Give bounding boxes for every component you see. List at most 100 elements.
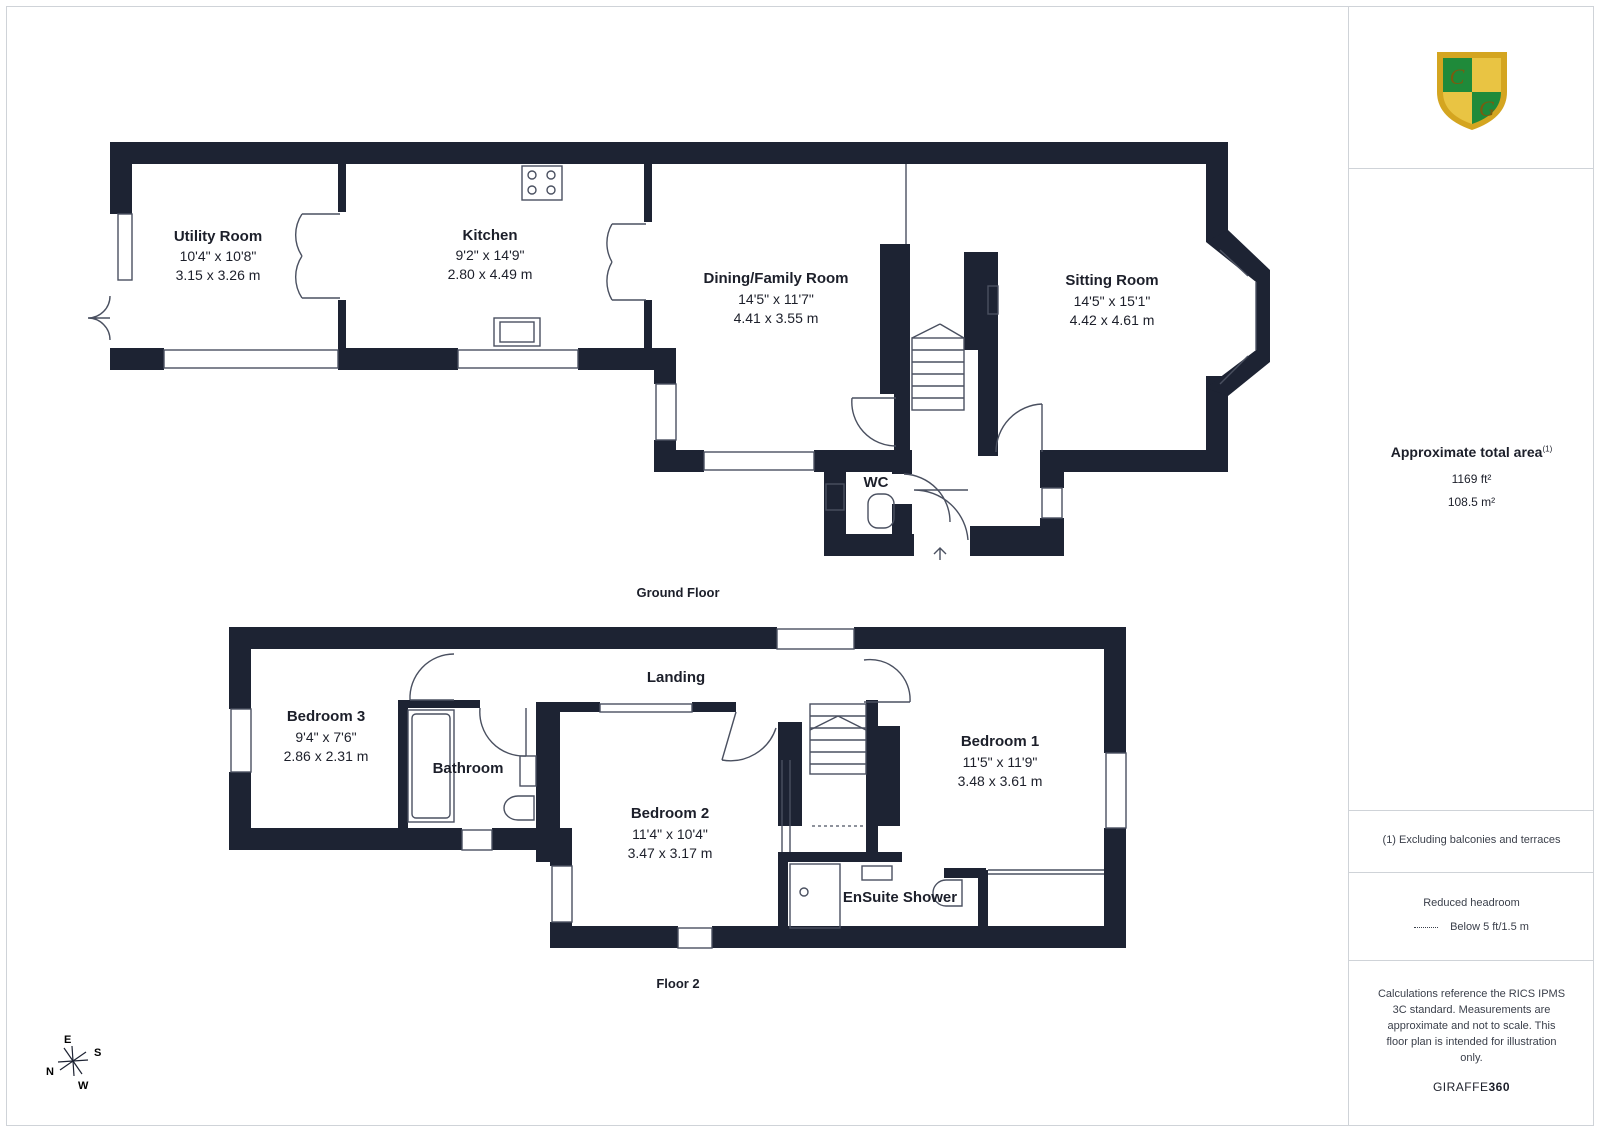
- kitchen-sink: [493, 317, 541, 347]
- kitchen-south-wall-mid: [338, 348, 458, 370]
- compass-e: E: [64, 1034, 71, 1046]
- bed3-west-wall-upper: [229, 627, 251, 709]
- bed2-top-window: [599, 703, 693, 713]
- disclaimer-line: 3C standard. Measurements are: [1392, 1004, 1551, 1016]
- fireplace: [987, 285, 999, 315]
- bath-top-wall: [398, 700, 480, 708]
- stair-top-ledge: [896, 246, 904, 250]
- bedroom3-door: [409, 653, 455, 701]
- hob-ring: [546, 185, 556, 195]
- room-dim-imperial: 14'5" x 11'7": [738, 291, 814, 307]
- bed2-south-window: [677, 927, 713, 949]
- dining-west-wall-upper: [654, 348, 676, 384]
- compass-rose-icon: [57, 1045, 89, 1077]
- ensuite-toilet: [932, 879, 963, 907]
- landing-window: [776, 628, 855, 650]
- room-name-utility: Utility Room: [174, 228, 262, 245]
- front-door: [913, 489, 969, 541]
- wc-window: [825, 483, 845, 511]
- dining-south-window: [703, 451, 815, 471]
- headroom-legend-text: Below 5 ft/1.5 m: [1450, 921, 1529, 933]
- walls: [110, 142, 1228, 948]
- dining-hall-door: [851, 397, 897, 447]
- compass-n: N: [46, 1066, 54, 1078]
- wc-south-wall: [824, 534, 914, 556]
- bathtub: [407, 709, 455, 823]
- wc-west-wall: [824, 450, 846, 556]
- room-dim-imperial: 10'4" x 10'8": [180, 248, 257, 264]
- shower-tray: [789, 863, 841, 929]
- disclaimer-line: floor plan is intended for illustration: [1386, 1036, 1557, 1048]
- disclaimer: Calculations reference the RICS IPMS 3C …: [1349, 986, 1594, 1066]
- hall-east-wall-upper: [1040, 450, 1064, 488]
- utility-kitchen-double-door: [295, 213, 340, 299]
- room-name-sitting: Sitting Room: [1065, 272, 1158, 289]
- kitchen-dining-partition-lower: [644, 300, 652, 348]
- bed2-top-wall-west: [536, 702, 600, 712]
- utility-external-door: [87, 295, 111, 341]
- bath-toilet: [503, 795, 535, 821]
- area-ft: 1169 ft²: [1451, 472, 1492, 486]
- ensuite-top-wall: [778, 852, 902, 862]
- utility-west-wall-upper: [110, 142, 132, 214]
- hob-ring: [527, 170, 537, 180]
- disclaimer-line: Calculations reference the RICS IPMS: [1377, 988, 1566, 1000]
- bed3-window: [230, 708, 252, 773]
- bedroom1-door: [863, 658, 911, 703]
- f2-south-wall-east: [712, 926, 1126, 948]
- area-title: Approximate total area(1): [1349, 444, 1594, 460]
- logo-letter-g: G: [1479, 96, 1495, 121]
- disclaimer-line: approximate and not to scale. This: [1387, 1020, 1556, 1032]
- headroom-title: Reduced headroom: [1423, 897, 1520, 909]
- logo-letter-c: C: [1450, 64, 1465, 89]
- ensuite-west-wall: [778, 852, 788, 932]
- sidebar-divider: [1349, 168, 1594, 169]
- sidebar-divider: [1349, 810, 1594, 811]
- f2-top-wall-west: [229, 627, 777, 649]
- bay-window: [1206, 230, 1270, 396]
- room-name-dining: Dining/Family Room: [703, 270, 848, 287]
- room-dim-metric: 2.80 x 4.49 m: [448, 266, 533, 282]
- bed1-chimney-breast: [866, 726, 900, 826]
- stair-wall: [894, 390, 910, 450]
- f2-top-wall-east: [854, 627, 1126, 649]
- sitting-east-wall-upper: [1206, 142, 1228, 242]
- room-name-kitchen: Kitchen: [462, 227, 517, 244]
- bedroom2-door: [721, 711, 777, 762]
- sitting-west-wall: [978, 340, 998, 456]
- dining-west-window: [655, 383, 677, 441]
- sitting-room-door: [995, 403, 1043, 453]
- f2-south-wall-west: [550, 926, 678, 948]
- room-name-bedroom1: Bedroom 1: [961, 733, 1039, 750]
- kitchen-dining-partition-upper: [644, 164, 652, 222]
- hob: [521, 165, 563, 201]
- bed2-top-wall-east: [692, 702, 736, 712]
- sidebar-divider: [1349, 960, 1594, 961]
- brand-name: GIRAFFE: [1432, 1080, 1489, 1094]
- room-dim-imperial: 11'5" x 11'9": [963, 754, 1038, 770]
- area-footnote-mark: (1): [1542, 444, 1553, 454]
- bay-glazing-north: [1219, 249, 1249, 277]
- crest-logo-icon: C G: [1437, 52, 1507, 130]
- brand-suffix: 360: [1488, 1080, 1511, 1094]
- hall-east-window: [1041, 487, 1063, 519]
- room-dim-metric: 3.48 x 3.61 m: [958, 773, 1043, 789]
- room-name-bedroom2: Bedroom 2: [631, 805, 709, 822]
- room-dim-imperial: 9'2" x 14'9": [456, 247, 525, 263]
- bed1-east-window: [1105, 752, 1127, 829]
- wc-east-wall-lower: [892, 504, 912, 556]
- landing-staircase: [809, 703, 867, 775]
- compass-s: S: [94, 1047, 101, 1059]
- bed2-west-window: [551, 865, 573, 923]
- bathtub-inner: [411, 713, 451, 819]
- kitchen-south-window: [457, 349, 579, 369]
- ensuite-top-wall-east: [944, 868, 986, 878]
- room-name-bathroom: Bathroom: [433, 760, 504, 777]
- wc-door: [903, 473, 951, 523]
- hob-ring: [546, 170, 556, 180]
- room-dim-metric: 4.41 x 3.55 m: [734, 310, 819, 326]
- compass-w: W: [78, 1080, 89, 1092]
- shower-drain: [799, 887, 809, 897]
- info-sidebar: C G Approximate total area(1) 1169 ft² 1…: [1348, 6, 1594, 1126]
